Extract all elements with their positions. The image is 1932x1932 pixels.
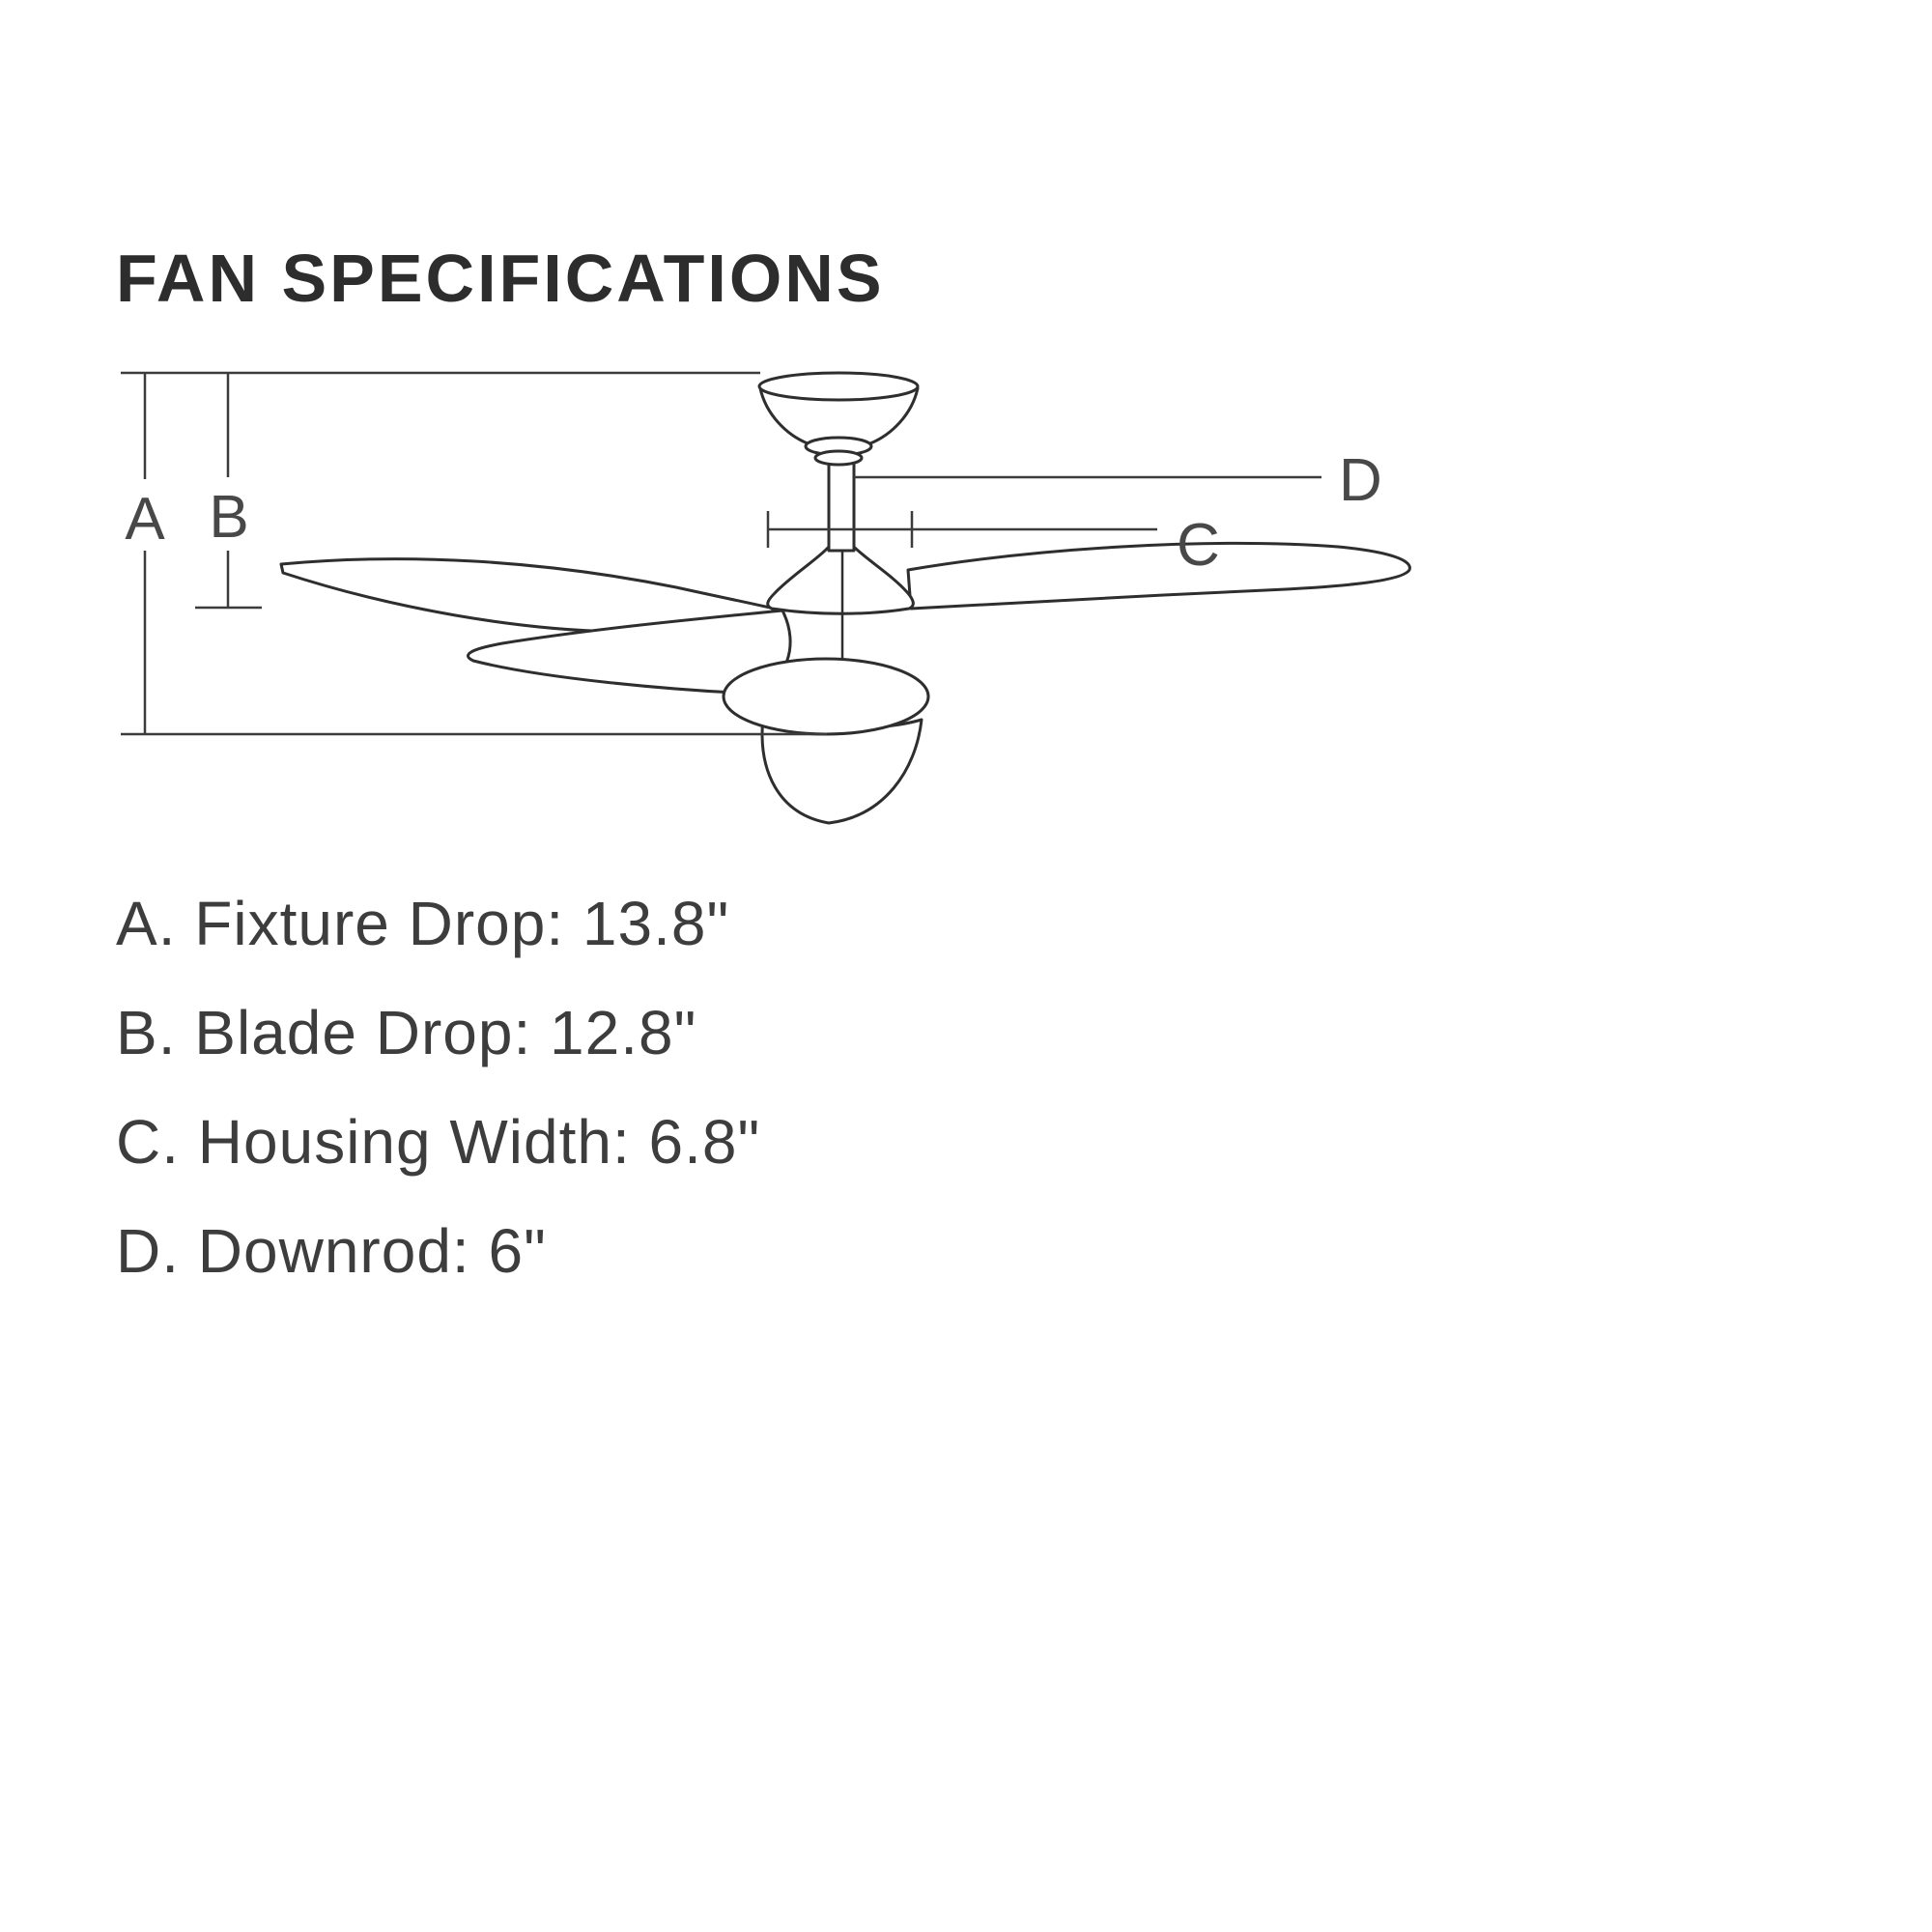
dimension-lines <box>121 371 1321 736</box>
fan-blade-right <box>906 541 1411 611</box>
canopy-collar-lower <box>813 449 864 467</box>
dim-b <box>195 373 262 610</box>
dim-c <box>766 511 1157 548</box>
spec-line-housing-width: C. Housing Width: 6.8" <box>116 1107 761 1177</box>
bottom-cap <box>722 657 930 736</box>
dimension-labels: A B C D <box>125 447 1381 579</box>
spec-line-downrod: D. Downrod: 6" <box>116 1216 547 1286</box>
spec-line-blade-drop: B. Blade Drop: 12.8" <box>116 998 697 1067</box>
downrod <box>827 459 856 553</box>
dim-label-d: D <box>1339 447 1382 514</box>
dim-label-c: C <box>1177 512 1220 579</box>
spec-list: A. Fixture Drop: 13.8" B. Blade Drop: 12… <box>116 869 760 1306</box>
motor-housing <box>766 546 915 615</box>
fan-drawing <box>279 371 1411 825</box>
spec-line-fixture-drop: A. Fixture Drop: 13.8" <box>116 889 730 958</box>
page-title: FAN SPECIFICATIONS <box>116 241 885 316</box>
dim-label-a: A <box>125 486 165 553</box>
canopy-top-rim <box>757 371 920 402</box>
dim-label-b: B <box>209 484 248 551</box>
